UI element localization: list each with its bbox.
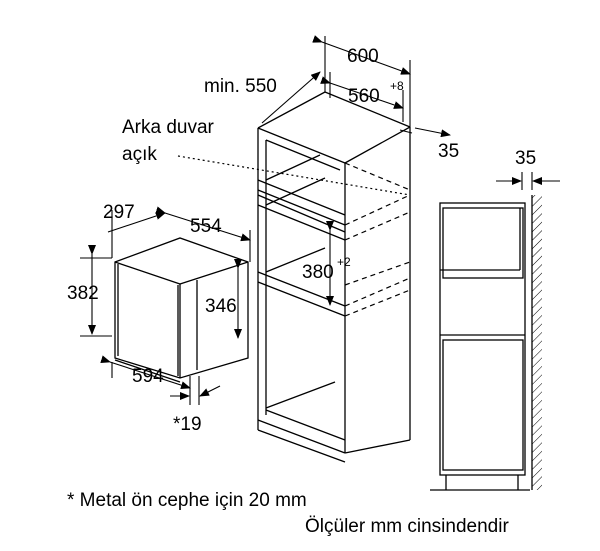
dim-35-side (414, 127, 451, 138)
units-note: Ölçüler mm cinsindendir (305, 516, 509, 537)
dim-554 (155, 206, 251, 242)
side-cabinet-outline (439, 202, 526, 476)
plinth-front (257, 429, 346, 463)
niche-top-front (257, 194, 346, 233)
label-mw-front-width: 594 (132, 366, 164, 387)
upper-shelf-back (257, 189, 346, 226)
footnote: * Metal ön cephe için 20 mm (67, 490, 307, 511)
label-niche-height-tolerance: +2 (337, 255, 351, 269)
base-inner-front (265, 409, 346, 441)
upper-shelf-front (257, 179, 346, 216)
dim-594 (100, 355, 191, 390)
label-mw-depth: 297 (103, 202, 135, 223)
dashed-edge (344, 277, 411, 307)
base-inner-side (265, 381, 336, 409)
label-mw-inner-height: 346 (205, 296, 237, 317)
cabinet-base-front-edge (257, 419, 346, 454)
cabinet-base-right-edge (344, 439, 411, 454)
dashed-edge (344, 289, 411, 317)
label-niche-height: 380 (302, 262, 334, 283)
label-back-wall-line2: açık (122, 144, 157, 165)
upper-shelf-side (265, 154, 321, 181)
dim-19-arrow-right (199, 385, 221, 397)
dashed-edge (344, 162, 411, 191)
niche-bottom-side (265, 247, 326, 273)
microwave-front-top (114, 261, 181, 285)
dim-560 (320, 76, 404, 109)
wall-hatch (532, 195, 542, 490)
side-dimensions (496, 172, 560, 190)
dashed-edge (344, 211, 411, 241)
cabinet-inner-top (265, 139, 341, 171)
label-width-outer: 600 (347, 46, 379, 67)
niche-top-side (265, 177, 326, 206)
niche-bottom-back (257, 281, 346, 317)
label-mw-height: 382 (67, 283, 99, 304)
dim-600 (312, 35, 411, 75)
cabinet-top-left-edge (257, 91, 326, 129)
label-width-inner-tolerance: +8 (390, 79, 404, 93)
label-mw-width: 554 (190, 216, 222, 237)
dashed-edge (344, 194, 411, 226)
open-back-wall (344, 162, 411, 317)
dim-35-tick (399, 129, 413, 134)
dim-550 (261, 71, 321, 124)
back-wall-leader (177, 155, 411, 196)
cabinet-top-front-edge (257, 127, 346, 164)
label-depth-min: min. 550 (204, 76, 277, 97)
dashed-edge (344, 261, 411, 286)
label-gap-side: 35 (438, 141, 459, 162)
cabinet-top-right-edge (344, 126, 411, 164)
cabinet-dimensions (261, 35, 451, 306)
side-lower-compartment (442, 339, 524, 471)
microwave-dimensions (80, 206, 251, 405)
label-width-inner: 560 (348, 86, 380, 107)
label-gap-wall: 35 (515, 148, 536, 169)
label-back-wall-line1: Arka duvar (122, 117, 215, 138)
label-mw-front-offset: *19 (173, 414, 202, 435)
tall-cabinet (257, 91, 411, 463)
side-view (430, 202, 530, 491)
side-upper-compartment (442, 207, 524, 279)
